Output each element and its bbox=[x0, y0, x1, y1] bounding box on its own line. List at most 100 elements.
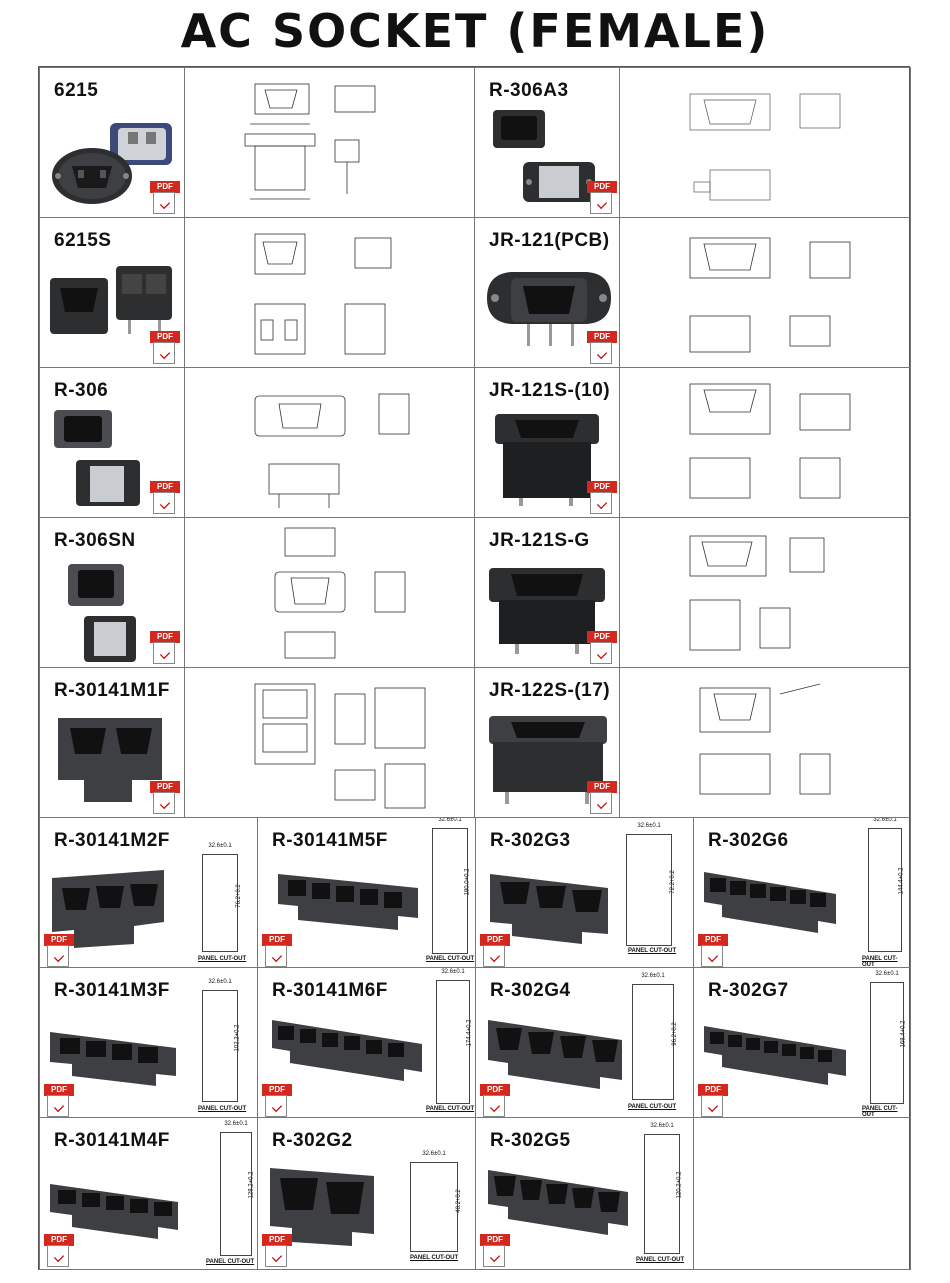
socket-photo bbox=[68, 564, 136, 662]
pdf-download-icon[interactable]: PDF bbox=[150, 781, 180, 815]
pdf-download-icon[interactable]: PDF bbox=[150, 481, 180, 515]
pdf-download-icon[interactable]: PDF bbox=[480, 1084, 510, 1117]
model-label: JR-121S-(10) bbox=[489, 380, 611, 401]
pdf-download-icon[interactable]: PDF bbox=[480, 1234, 510, 1268]
pdf-download-icon[interactable]: PDF bbox=[44, 934, 74, 967]
pdf-download-icon[interactable]: PDF bbox=[262, 934, 292, 967]
socket-photo bbox=[58, 718, 162, 802]
product-grid: 6215 PDF R-306A3 PDF bbox=[38, 66, 911, 1270]
pdf-download-icon[interactable]: PDF bbox=[587, 331, 617, 365]
technical-drawing bbox=[254, 393, 410, 508]
panel-cutout-label: PANEL CUT-OUT bbox=[862, 1106, 898, 1118]
socket-photo bbox=[487, 272, 611, 346]
model-label: 6215 bbox=[54, 80, 99, 101]
pdf-download-icon[interactable]: PDF bbox=[150, 331, 180, 365]
model-label: R-302G3 bbox=[490, 830, 571, 851]
technical-drawing bbox=[244, 83, 376, 200]
model-label: R-30141M4F bbox=[54, 1130, 170, 1151]
model-label: R-302G2 bbox=[272, 1130, 353, 1151]
panel-cutout-label: PANEL CUT-OUT bbox=[198, 1106, 247, 1112]
drawing-cell-r306 bbox=[184, 367, 475, 518]
page-title: AC SOCKET (FEMALE) bbox=[180, 4, 770, 58]
pdf-download-icon[interactable]: PDF bbox=[150, 631, 180, 665]
product-cell-r30141m1f: R-30141M1F PDF bbox=[39, 667, 185, 818]
pdf-download-icon[interactable]: PDF bbox=[698, 934, 728, 967]
model-label: JR-121S-G bbox=[489, 530, 590, 551]
product-cell-6215s: 6215S PDF bbox=[39, 217, 185, 368]
drawing-cell-r30141m1f bbox=[184, 667, 475, 818]
model-label: R-306SN bbox=[54, 530, 136, 551]
model-label: R-302G7 bbox=[708, 980, 789, 1001]
pdf-download-icon[interactable]: PDF bbox=[587, 481, 617, 515]
technical-drawing bbox=[689, 93, 841, 201]
panel-cutout-label: PANEL CUT-OUT bbox=[426, 956, 475, 962]
pdf-download-icon[interactable]: PDF bbox=[262, 1084, 292, 1117]
model-label: R-302G5 bbox=[490, 1130, 571, 1151]
panel-cutout-label: PANEL CUT-OUT bbox=[426, 1106, 475, 1112]
empty-cell bbox=[693, 1117, 911, 1270]
socket-photo bbox=[490, 874, 608, 944]
drawing-cell-r306a3 bbox=[619, 67, 911, 218]
socket-photo bbox=[52, 123, 172, 204]
socket-photo bbox=[489, 568, 605, 654]
product-cell-jr121pcb: JR-121(PCB) PDF bbox=[474, 217, 620, 368]
model-label: R-306A3 bbox=[489, 80, 569, 101]
product-cell-jr121sg: JR-121S-G PDF bbox=[474, 517, 620, 668]
product-cell-r306: R-306 PDF bbox=[39, 367, 185, 518]
technical-drawing bbox=[689, 535, 825, 651]
model-label: R-306 bbox=[54, 380, 109, 401]
product-cell-r306sn: R-306SN PDF bbox=[39, 517, 185, 668]
model-label: 6215S bbox=[54, 230, 112, 251]
socket-photo bbox=[493, 110, 595, 202]
pdf-download-icon[interactable]: PDF bbox=[44, 1084, 74, 1117]
pdf-download-icon[interactable]: PDF bbox=[587, 181, 617, 215]
technical-drawing bbox=[254, 683, 426, 809]
panel-cutout-label: PANEL CUT-OUT bbox=[636, 1257, 685, 1263]
drawing-cell-r306sn bbox=[184, 517, 475, 668]
product-cell-jr121s10: JR-121S-(10) PDF bbox=[474, 367, 620, 518]
technical-drawing bbox=[689, 237, 851, 353]
pdf-download-icon[interactable]: PDF bbox=[150, 181, 180, 215]
panel-cutout-label: PANEL CUT-OUT bbox=[628, 1104, 677, 1110]
pdf-download-icon[interactable]: PDF bbox=[262, 1234, 292, 1268]
socket-photo bbox=[278, 874, 418, 930]
socket-photo bbox=[54, 410, 140, 506]
pdf-download-icon[interactable]: PDF bbox=[587, 781, 617, 815]
model-label: R-30141M2F bbox=[54, 830, 170, 851]
socket-photo bbox=[272, 1020, 422, 1081]
drawing-cell-jr121s10 bbox=[619, 367, 911, 518]
pdf-download-icon[interactable]: PDF bbox=[480, 934, 510, 967]
socket-photo bbox=[489, 716, 607, 804]
socket-photo bbox=[704, 872, 836, 933]
drawing-cell-jr122s17 bbox=[619, 667, 911, 818]
pdf-download-icon[interactable]: PDF bbox=[44, 1234, 74, 1268]
pdf-download-icon[interactable]: PDF bbox=[698, 1084, 728, 1117]
socket-photo bbox=[50, 266, 172, 334]
drawing-cell-6215 bbox=[184, 67, 475, 218]
technical-drawing bbox=[689, 383, 851, 499]
socket-photo bbox=[704, 1026, 846, 1085]
product-cell-r306a3: R-306A3 PDF bbox=[474, 67, 620, 218]
socket-photo bbox=[270, 1168, 374, 1246]
product-cell-6215: 6215 PDF bbox=[39, 67, 185, 218]
pdf-download-icon[interactable]: PDF bbox=[587, 631, 617, 665]
model-label: JR-121(PCB) bbox=[489, 230, 610, 251]
socket-photo bbox=[50, 1184, 178, 1239]
socket-photo bbox=[495, 414, 599, 506]
